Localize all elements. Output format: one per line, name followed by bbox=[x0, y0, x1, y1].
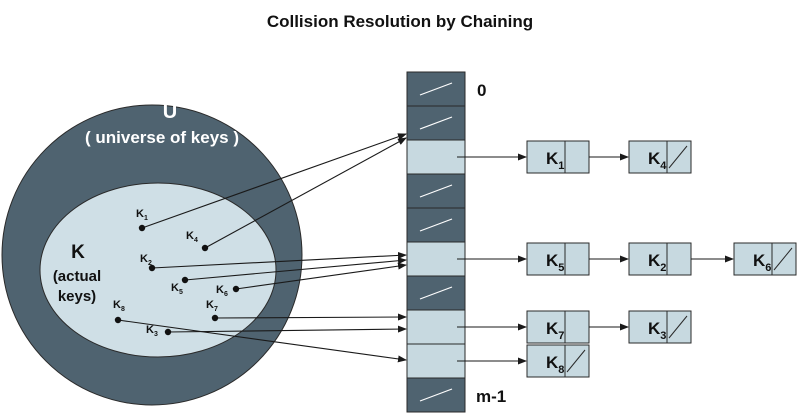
key-label: K8 bbox=[113, 299, 125, 313]
nil-slash bbox=[419, 116, 453, 130]
hash-table: 0 m-1 bbox=[406, 71, 506, 413]
nil-slash bbox=[668, 145, 688, 169]
table-slot-filled bbox=[406, 343, 466, 379]
mapping-arrow bbox=[235, 262, 407, 290]
nil-slash bbox=[419, 184, 453, 198]
key-dot bbox=[211, 314, 219, 322]
key-label: K5 bbox=[171, 282, 183, 296]
actual-keys-label-line2: keys) bbox=[58, 288, 96, 305]
chain-node-label: K8 bbox=[546, 353, 564, 376]
actual-keys-letter: K bbox=[71, 242, 85, 263]
mapping-arrow bbox=[151, 251, 407, 269]
nil-slash bbox=[773, 247, 793, 271]
mapping-arrow bbox=[167, 325, 407, 333]
actual-keys-ellipse bbox=[39, 182, 277, 358]
chain-node bbox=[628, 242, 692, 276]
table-slot-empty bbox=[406, 275, 466, 311]
nil-slash bbox=[419, 82, 453, 96]
key-dot bbox=[138, 224, 146, 232]
key-dot bbox=[201, 244, 209, 252]
nil-slash bbox=[419, 388, 453, 402]
key-dot bbox=[114, 316, 122, 324]
key-mapping-arrows bbox=[117, 133, 407, 363]
key-label: K4 bbox=[186, 230, 198, 244]
nil-slash bbox=[419, 286, 453, 300]
key-label: K1 bbox=[136, 208, 148, 222]
slot-label-last: m-1 bbox=[476, 387, 506, 406]
universe-label: ( universe of keys ) bbox=[85, 128, 239, 147]
chain-node-label: K7 bbox=[546, 319, 564, 342]
chain-node bbox=[526, 242, 590, 276]
page-title: Collision Resolution by Chaining bbox=[266, 12, 534, 31]
slot-label-first: 0 bbox=[477, 81, 486, 100]
key-dot bbox=[148, 264, 156, 272]
chain-node bbox=[526, 344, 590, 378]
chain-node-label: K5 bbox=[546, 251, 564, 274]
nil-slash bbox=[566, 349, 586, 373]
table-slot-filled bbox=[406, 241, 466, 277]
nil-slash bbox=[419, 218, 453, 232]
key-dot bbox=[181, 276, 189, 284]
mapping-arrow bbox=[214, 313, 407, 321]
chain-node bbox=[628, 310, 692, 344]
key-dot bbox=[232, 285, 240, 293]
chain-node bbox=[733, 242, 797, 276]
mapping-arrow bbox=[204, 137, 407, 249]
nil-slash bbox=[668, 315, 688, 339]
universe-letter: U bbox=[163, 101, 177, 123]
chain-node-label: K2 bbox=[648, 251, 666, 274]
chain-node-label: K4 bbox=[648, 149, 667, 172]
actual-keys-label-line1: (actual bbox=[53, 268, 101, 285]
key-label: K7 bbox=[206, 299, 218, 313]
table-slot-filled bbox=[406, 309, 466, 345]
key-label: K3 bbox=[146, 324, 158, 338]
chain-node bbox=[628, 140, 692, 174]
chain-node bbox=[526, 140, 590, 174]
mapping-arrow bbox=[184, 257, 407, 281]
chain-node-label: K3 bbox=[648, 319, 666, 342]
chain-node-label: K6 bbox=[753, 251, 771, 274]
key-dot bbox=[164, 328, 172, 336]
key-label: K2 bbox=[140, 253, 152, 267]
table-slot-filled bbox=[406, 139, 466, 175]
mapping-arrow bbox=[141, 133, 407, 229]
key-label: K6 bbox=[216, 284, 228, 298]
chain-node-label: K1 bbox=[546, 149, 564, 172]
mapping-arrow bbox=[117, 319, 407, 363]
